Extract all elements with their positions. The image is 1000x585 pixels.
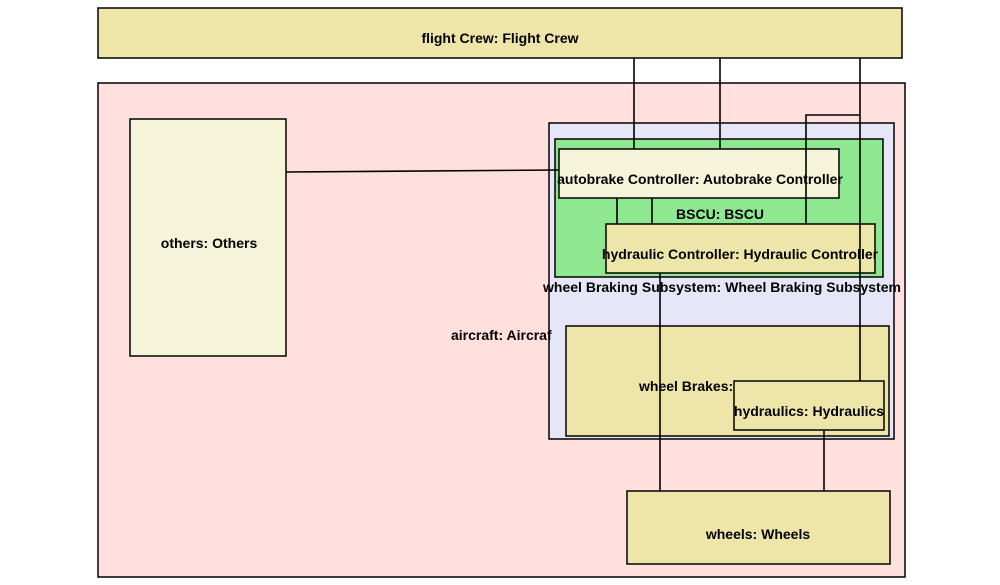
- hydraulic-controller-label: hydraulic Controller: Hydraulic Controll…: [602, 246, 879, 262]
- connector-others-autobrake: [285, 169, 560, 173]
- autobrake-controller-label: autobrake Controller: Autobrake Controll…: [557, 171, 843, 187]
- connector-hydraulic-controller-loop: [805, 114, 860, 224]
- hydraulic-controller-block[interactable]: [605, 223, 876, 274]
- flight-crew-label: flight Crew: Flight Crew: [421, 30, 578, 46]
- wheel-braking-subsystem-label: wheel Braking Subsystem: Wheel Braking S…: [542, 279, 901, 295]
- flight-crew-block[interactable]: [97, 7, 903, 59]
- autobrake-controller-block[interactable]: [558, 148, 840, 199]
- wheel-brakes-label: wheel Brakes: W: [638, 378, 751, 394]
- hydraulics-label: hydraulics: Hydraulics: [734, 403, 884, 419]
- aircraft-label: aircraft: Aircraf: [451, 327, 552, 343]
- others-block[interactable]: [129, 118, 287, 357]
- others-label: others: Others: [161, 235, 258, 251]
- bscu-label: BSCU: BSCU: [676, 206, 764, 222]
- wheels-block[interactable]: [626, 490, 891, 565]
- hydraulics-block[interactable]: [733, 380, 885, 431]
- wheels-label: wheels: Wheels: [705, 526, 810, 542]
